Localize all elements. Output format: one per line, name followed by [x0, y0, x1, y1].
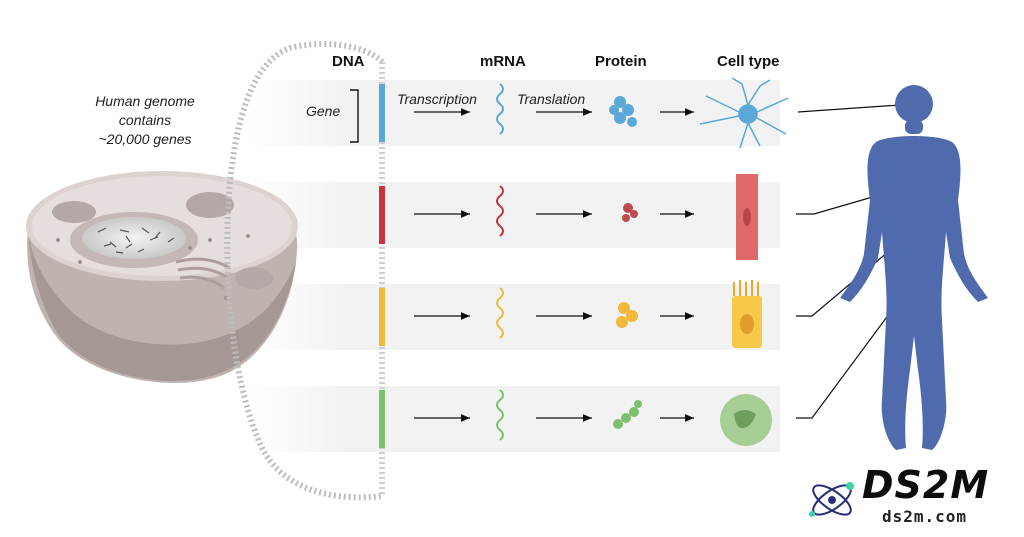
protein-3-icon: [616, 302, 638, 328]
dna-strand: [224, 40, 385, 501]
protein-1-icon: [609, 96, 637, 127]
protein-header: Protein: [595, 53, 647, 70]
connector-lines: [796, 103, 915, 419]
cell-type-header: Cell type: [717, 53, 780, 70]
mrna-header: mRNA: [480, 53, 526, 70]
gene-segment-4: [379, 390, 385, 448]
gene-segment-1: [379, 84, 385, 142]
genome-note-line-3: ~20,000 genes: [98, 131, 192, 147]
arrows: [414, 108, 694, 422]
genome-note: Human genome contains ~20,000 genes: [60, 92, 230, 149]
genome-note-line-1: Human genome: [95, 93, 195, 109]
transcription-label: Transcription: [397, 91, 477, 107]
gene-bracket: [350, 89, 359, 143]
muscle-cell-icon: [736, 174, 758, 260]
gene-segment-3: [379, 288, 385, 346]
gene-segment-2: [379, 186, 385, 244]
translation-label: Translation: [517, 91, 586, 107]
epithelial-cell-icon: [732, 280, 762, 348]
ds2m-logo-icon: [809, 482, 854, 517]
protein-4-icon: [613, 400, 642, 429]
dna-header: DNA: [332, 53, 365, 70]
cell-illustration: [26, 171, 298, 383]
human-body-silhouette: [840, 85, 988, 450]
mrna-strands: [496, 83, 504, 441]
white-blood-cell-icon: [720, 394, 772, 446]
neuron-icon: [699, 77, 789, 149]
gene-label: Gene: [306, 103, 341, 119]
logo-url[interactable]: ds2m.com: [882, 507, 968, 526]
logo-title: DS2M: [862, 463, 990, 507]
genome-note-line-2: contains: [118, 112, 172, 128]
protein-2-icon: [622, 203, 638, 222]
